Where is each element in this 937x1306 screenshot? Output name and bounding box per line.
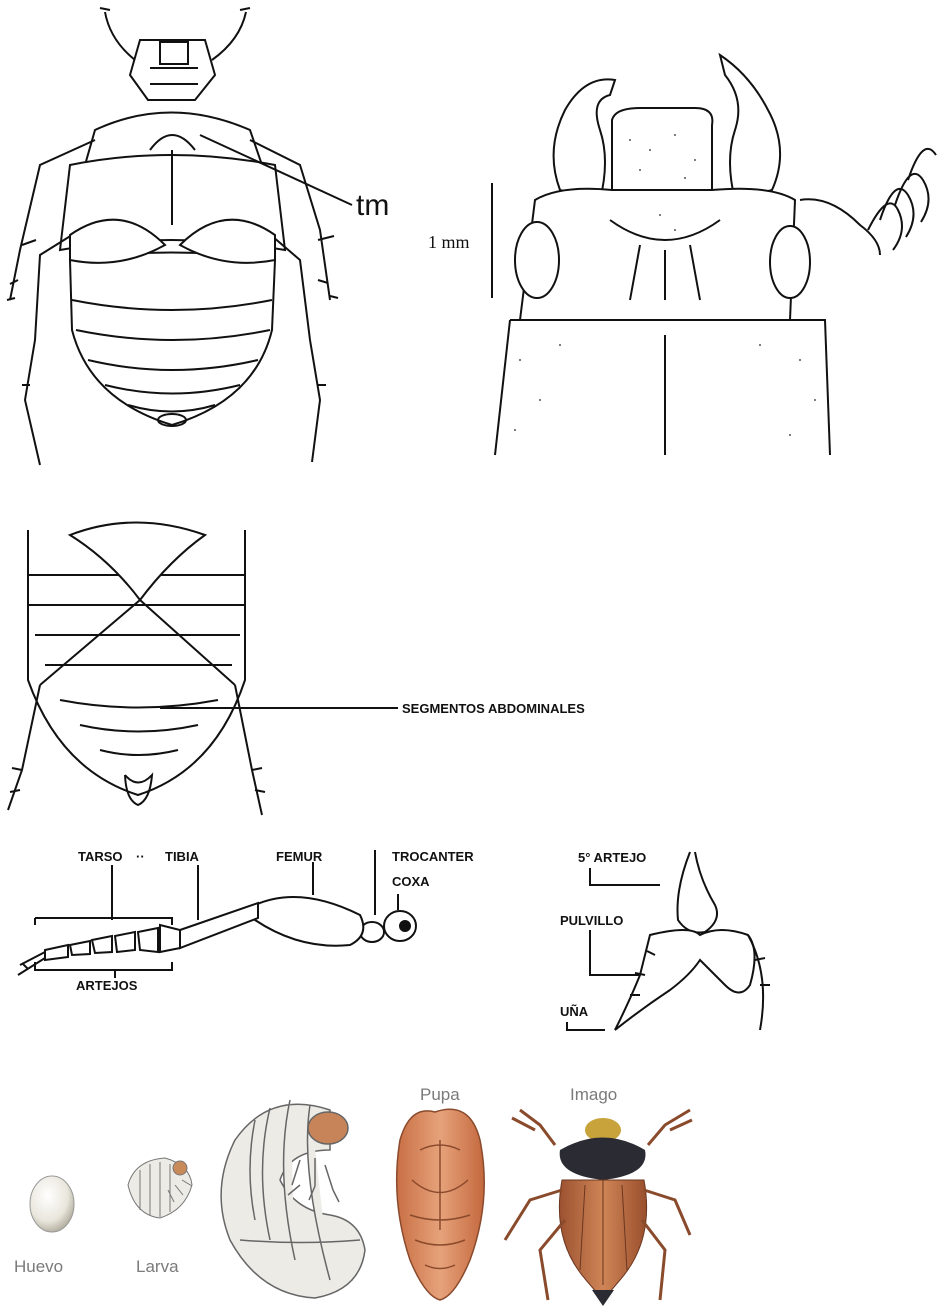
label-coxa: COXA (392, 874, 430, 889)
label-tibia: TIBIA (165, 849, 200, 864)
label-pupa: Pupa (420, 1085, 460, 1104)
label-trocanter: TROCANTER (392, 849, 474, 864)
abdomen-drawing (8, 523, 398, 816)
label-femur: FEMUR (276, 849, 323, 864)
leg-drawing (18, 850, 416, 978)
label-tm: tm (356, 189, 389, 222)
label-segmentos-abdominales: SEGMENTOS ABDOMINALES (402, 701, 585, 716)
head-detail-drawing (492, 55, 936, 455)
label-pulvillo: PULVILLO (560, 913, 623, 928)
label-tarso-arrows: ·· (136, 849, 145, 864)
label-larva: Larva (136, 1257, 179, 1276)
scale-bar-label: 1 mm (428, 232, 470, 252)
label-5-artejo: 5° ARTEJO (578, 850, 646, 865)
label-imago: Imago (570, 1085, 617, 1104)
egg-illustration (30, 1176, 74, 1232)
label-una: UÑA (560, 1004, 589, 1019)
label-huevo: Huevo (14, 1257, 63, 1276)
pupa-illustration (397, 1109, 485, 1300)
larva-small-illustration (128, 1158, 192, 1218)
claw-drawing (567, 852, 770, 1030)
label-tarso: TARSO (78, 849, 123, 864)
label-artejos: ARTEJOS (76, 978, 138, 993)
imago-illustration (505, 1110, 692, 1306)
beetle-ventral-drawing (7, 8, 352, 465)
larva-large-illustration (221, 1100, 365, 1298)
